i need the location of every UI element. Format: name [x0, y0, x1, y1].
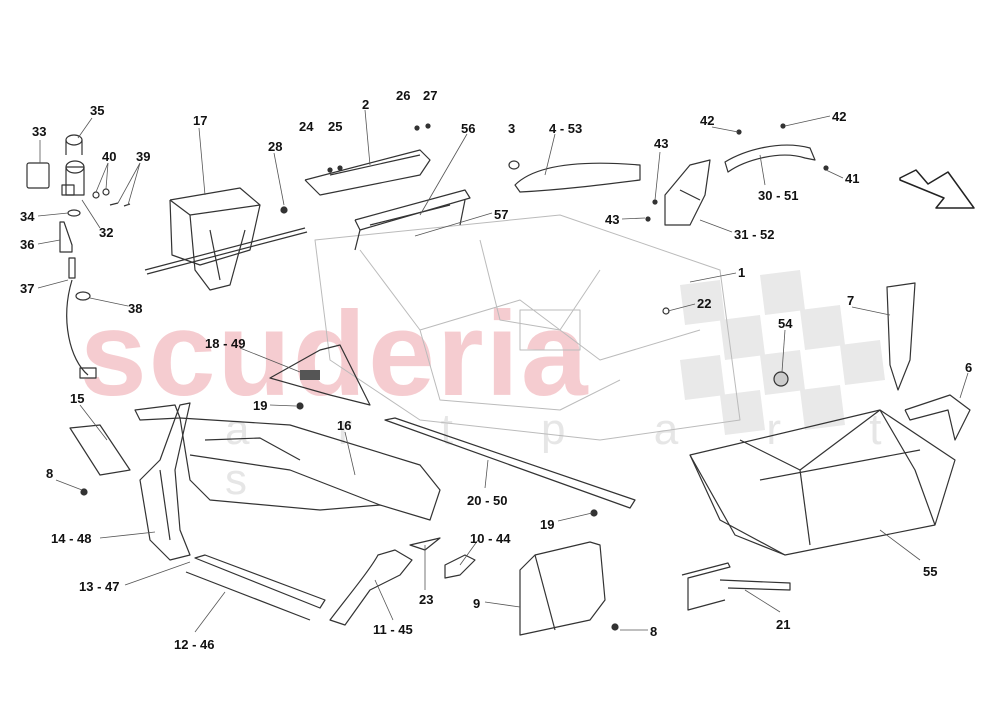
callout-10-44[interactable]: 10 - 44	[470, 531, 511, 546]
callout-21[interactable]: 21	[776, 617, 791, 632]
callout-14-48[interactable]: 14 - 48	[51, 531, 92, 546]
callout-13-47[interactable]: 13 - 47	[79, 579, 120, 594]
callout-54[interactable]: 54	[778, 316, 793, 331]
callout-27[interactable]: 27	[423, 88, 438, 103]
callout-43-lower[interactable]: 43	[605, 212, 620, 227]
callout-20-50[interactable]: 20 - 50	[467, 493, 508, 508]
part-13-47-sill	[194, 554, 326, 609]
part-31-52-panel	[664, 159, 711, 226]
callout-19-lower[interactable]: 19	[540, 517, 555, 532]
part-21-brace	[681, 562, 791, 611]
callout-24[interactable]: 24	[299, 119, 314, 134]
part-11-45-bracket	[329, 549, 413, 626]
callout-28[interactable]: 28	[268, 139, 283, 154]
part-6-bracket	[904, 394, 971, 441]
callout-56[interactable]: 56	[461, 121, 476, 136]
part-23-shim	[409, 537, 441, 551]
part-17-frame	[144, 187, 308, 291]
callout-30-51[interactable]: 30 - 51	[758, 188, 799, 203]
callout-25[interactable]: 25	[328, 119, 343, 134]
callout-11-45[interactable]: 11 - 45	[373, 622, 413, 637]
watermark-brand: scuderia	[80, 287, 590, 421]
callout-18-49[interactable]: 18 - 49	[205, 336, 246, 351]
part-7-pillar	[886, 282, 916, 391]
callout-16[interactable]: 16	[337, 418, 352, 433]
callout-4-53[interactable]: 4 - 53	[549, 121, 583, 136]
callout-22[interactable]: 22	[697, 296, 712, 311]
fasteners	[80, 123, 829, 631]
callout-17[interactable]: 17	[193, 113, 208, 128]
callout-12-46[interactable]: 12 - 46	[174, 637, 215, 652]
callout-8-left[interactable]: 8	[46, 466, 54, 481]
part-14-48-pillar	[139, 402, 191, 561]
callout-42-right[interactable]: 42	[832, 109, 847, 124]
leader-lines	[37, 109, 969, 633]
callout-15[interactable]: 15	[70, 391, 85, 406]
callout-35[interactable]: 35	[90, 103, 105, 118]
hinge-assembly	[26, 134, 131, 379]
callout-55[interactable]: 55	[923, 564, 938, 579]
callout-19-upper[interactable]: 19	[253, 398, 268, 413]
callout-42-left[interactable]: 42	[700, 113, 715, 128]
callout-57[interactable]: 57	[494, 207, 509, 222]
main-frame-part-1	[314, 214, 741, 441]
callout-2[interactable]: 2	[362, 97, 370, 112]
part-16-floor-panel	[179, 417, 441, 521]
callout-6[interactable]: 6	[965, 360, 973, 375]
part-30-51-bar	[724, 144, 816, 173]
part-15-panel	[69, 404, 181, 476]
part-9-panel	[519, 541, 606, 636]
part-12-46-strip	[185, 571, 311, 621]
part-20-50-rail	[384, 417, 636, 509]
callout-26[interactable]: 26	[396, 88, 411, 103]
callout-40[interactable]: 40	[102, 149, 117, 164]
callout-41[interactable]: 41	[845, 171, 860, 186]
callout-9[interactable]: 9	[473, 596, 481, 611]
callout-36[interactable]: 36	[20, 237, 35, 252]
part-18-49-plate	[269, 344, 371, 406]
callout-39[interactable]: 39	[136, 149, 151, 164]
callout-38[interactable]: 38	[128, 301, 143, 316]
part-55-rear-frame	[689, 409, 956, 556]
part-56-crossbar	[354, 189, 471, 251]
callout-43-upper[interactable]: 43	[654, 136, 669, 151]
part-2-bracket	[304, 149, 431, 196]
watermark-subtitle: a r t p a r t s	[225, 405, 920, 504]
callout-31-52[interactable]: 31 - 52	[734, 227, 775, 242]
part-10-44-clip	[444, 554, 476, 579]
callout-32[interactable]: 32	[99, 225, 114, 240]
callout-1[interactable]: 1	[738, 265, 746, 280]
callout-23[interactable]: 23	[419, 592, 434, 607]
callout-8-right[interactable]: 8	[650, 624, 658, 639]
callout-33[interactable]: 33	[32, 124, 47, 139]
callout-3[interactable]: 3	[508, 121, 516, 136]
checkered-flag-watermark	[680, 270, 885, 435]
direction-arrow-icon	[899, 169, 975, 209]
callout-34[interactable]: 34	[20, 209, 35, 224]
callout-37[interactable]: 37	[20, 281, 35, 296]
part-4-53-cover	[508, 160, 641, 193]
callout-7[interactable]: 7	[847, 293, 855, 308]
